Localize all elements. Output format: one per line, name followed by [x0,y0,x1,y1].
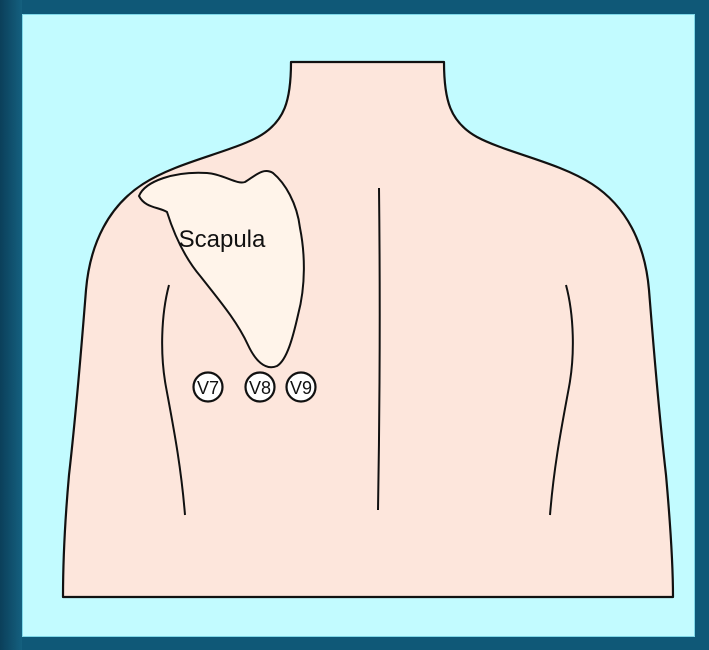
electrode-v8-label: V8 [249,378,271,398]
electrode-v7: V7 [194,373,223,402]
diagram-panel: Scapula V7 V8 V9 [22,14,695,637]
scapula-label: Scapula [179,226,266,253]
back-anatomy-illustration: Scapula V7 V8 V9 [23,15,695,637]
electrode-v9: V9 [287,373,316,402]
torso-back-outline [63,62,673,597]
electrode-v7-label: V7 [197,378,219,398]
electrode-v8: V8 [246,373,275,402]
electrode-v9-label: V9 [290,378,312,398]
